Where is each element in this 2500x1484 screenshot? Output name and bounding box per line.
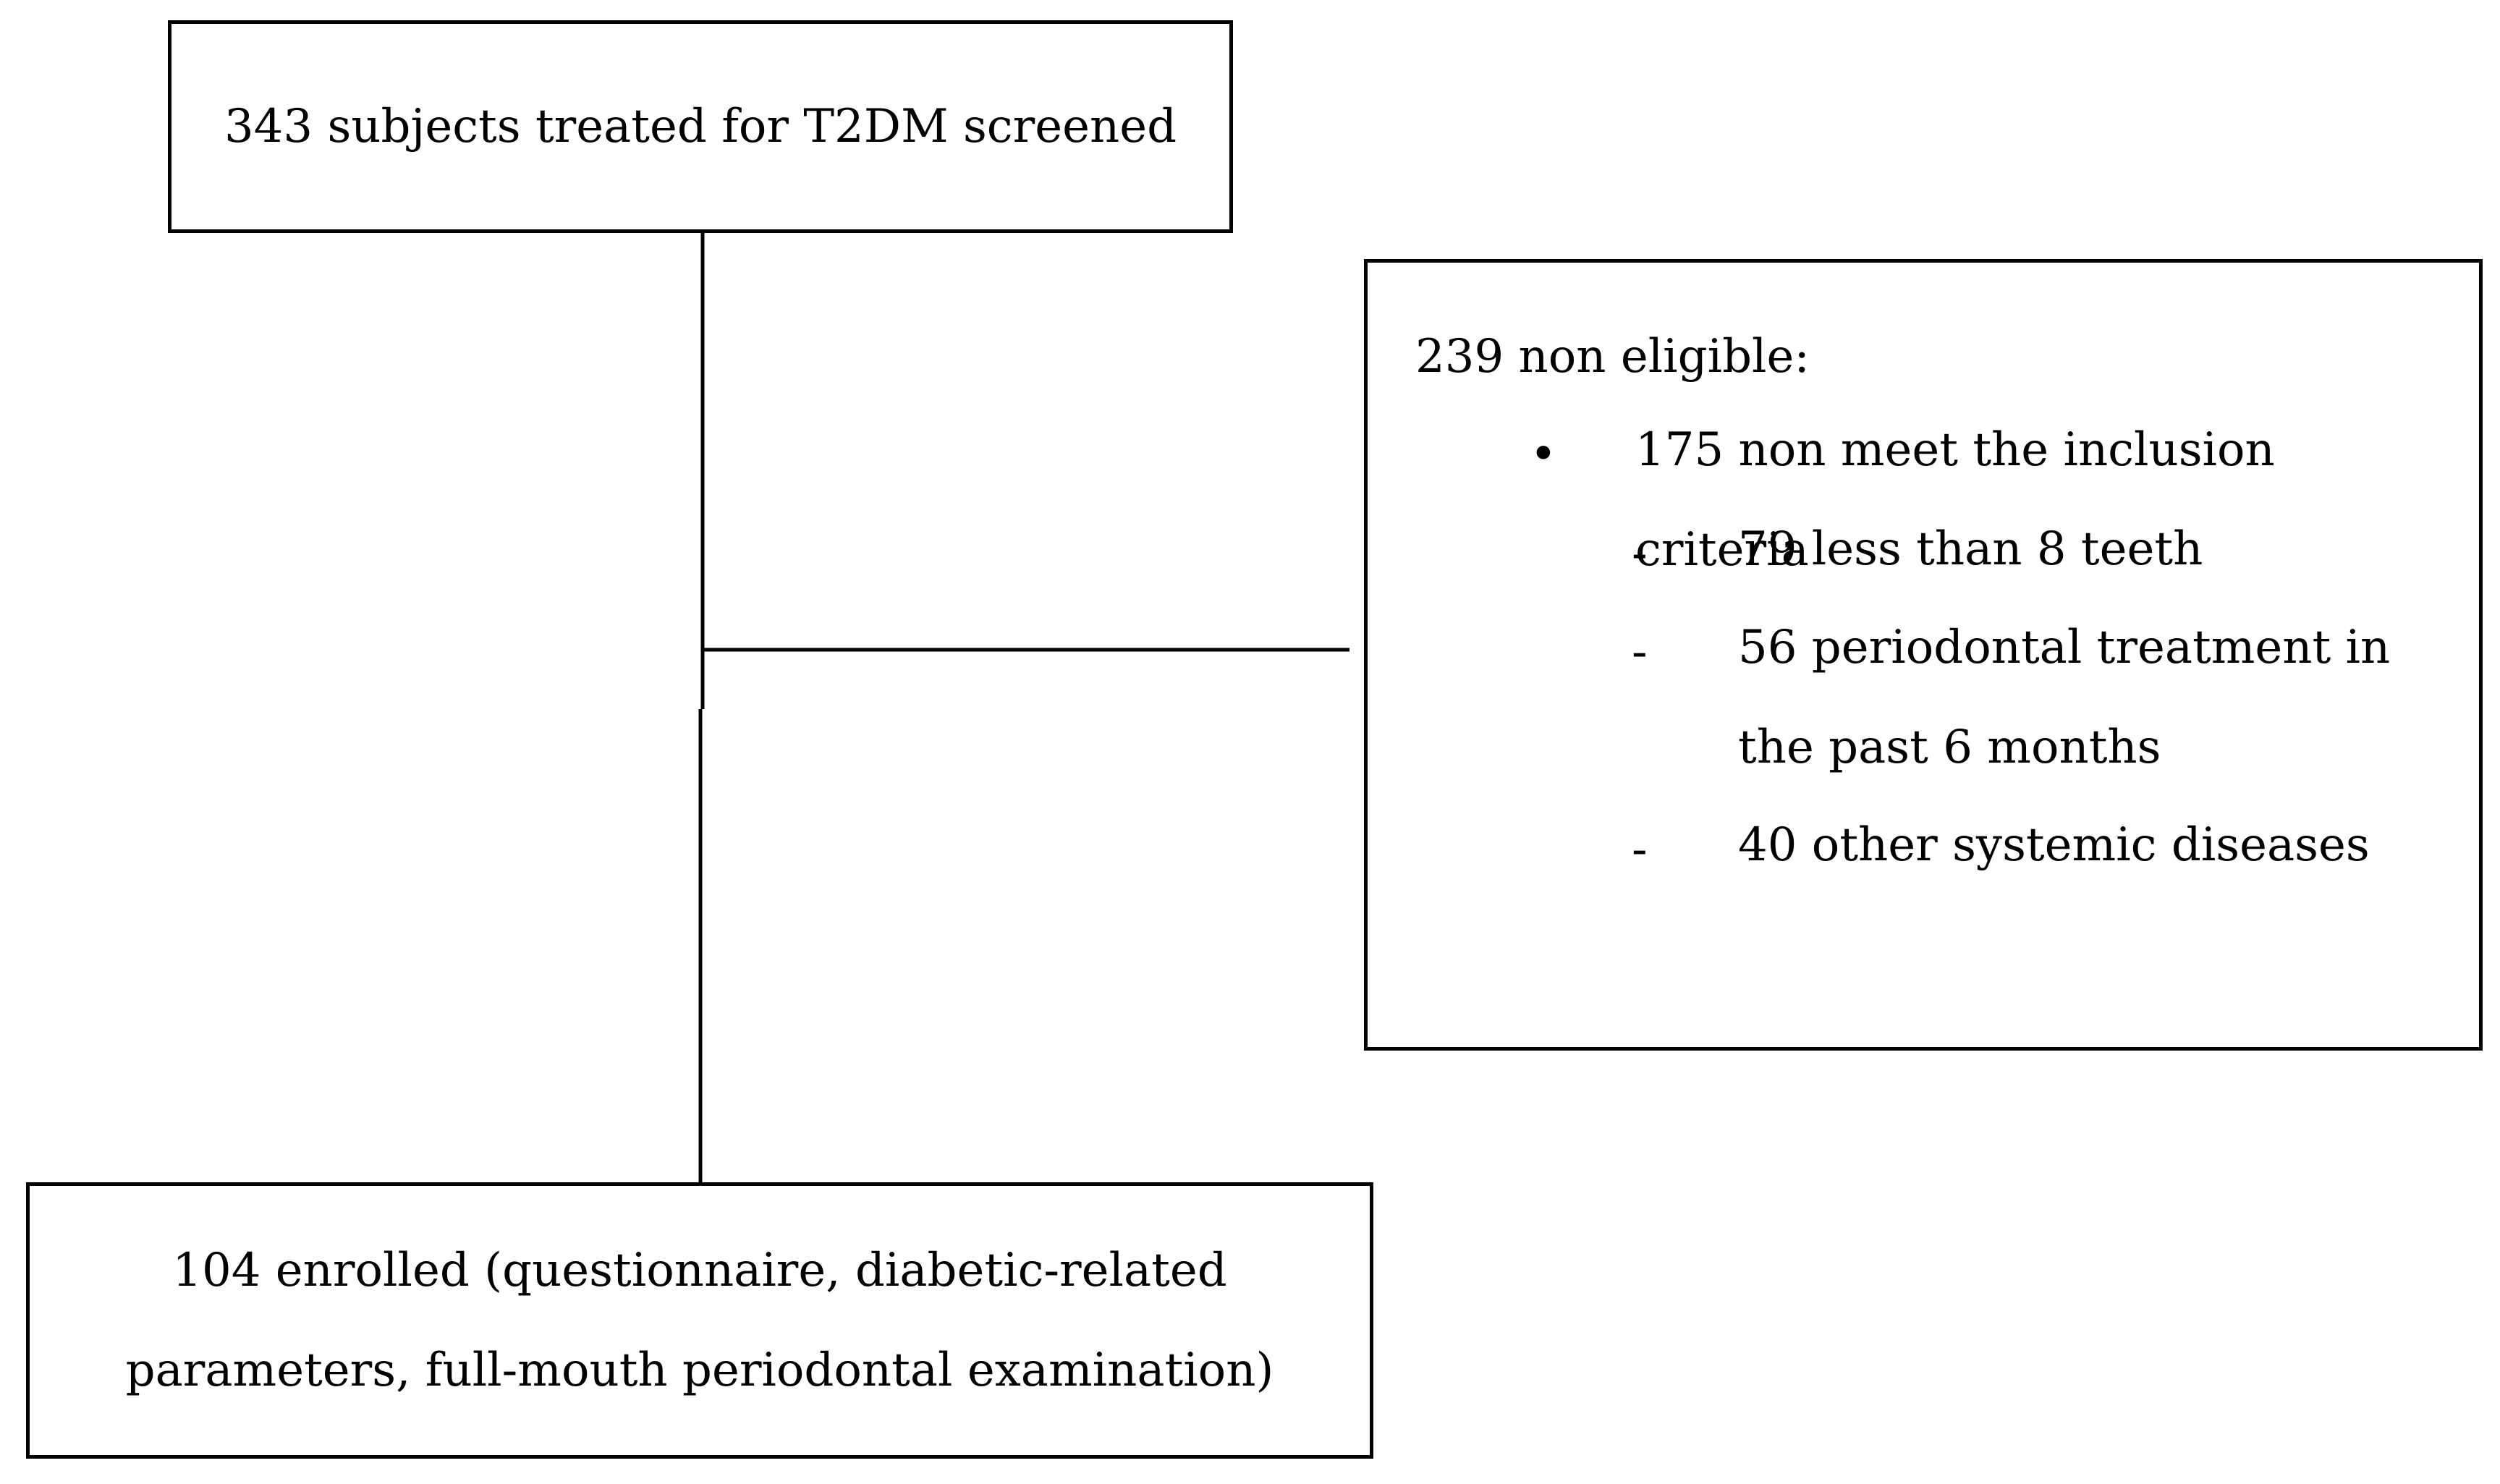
- screened-label: 343 subjects treated for T2DM screened: [224, 99, 1177, 153]
- exclusion-box: 239 non eligible: • 175 non meet the inc…: [1364, 259, 2483, 1051]
- bullet-marker: •: [1530, 428, 1557, 481]
- exclusion-heading: 239 non eligible:: [1415, 330, 1810, 383]
- screened-box: 343 subjects treated for T2DM screened: [168, 20, 1233, 233]
- dash-marker: -: [1632, 527, 1648, 580]
- enrolled-label: 104 enrolled (questionnaire, diabetic-re…: [125, 1244, 1274, 1397]
- dash-marker: -: [1632, 625, 1648, 679]
- exclusion-bullet-text: 175 non meet the inclusion criteria: [1635, 423, 2275, 577]
- enrolled-box: 104 enrolled (questionnaire, diabetic-re…: [26, 1182, 1373, 1459]
- exclusion-sub-item: 79 less than 8 teeth: [1738, 522, 2203, 576]
- exclusion-sub-item: 40 other systemic diseases: [1738, 818, 2370, 872]
- dash-marker: -: [1632, 823, 1648, 876]
- exclusion-sub-item: 56 periodontal treatment in the past 6 m…: [1738, 621, 2391, 774]
